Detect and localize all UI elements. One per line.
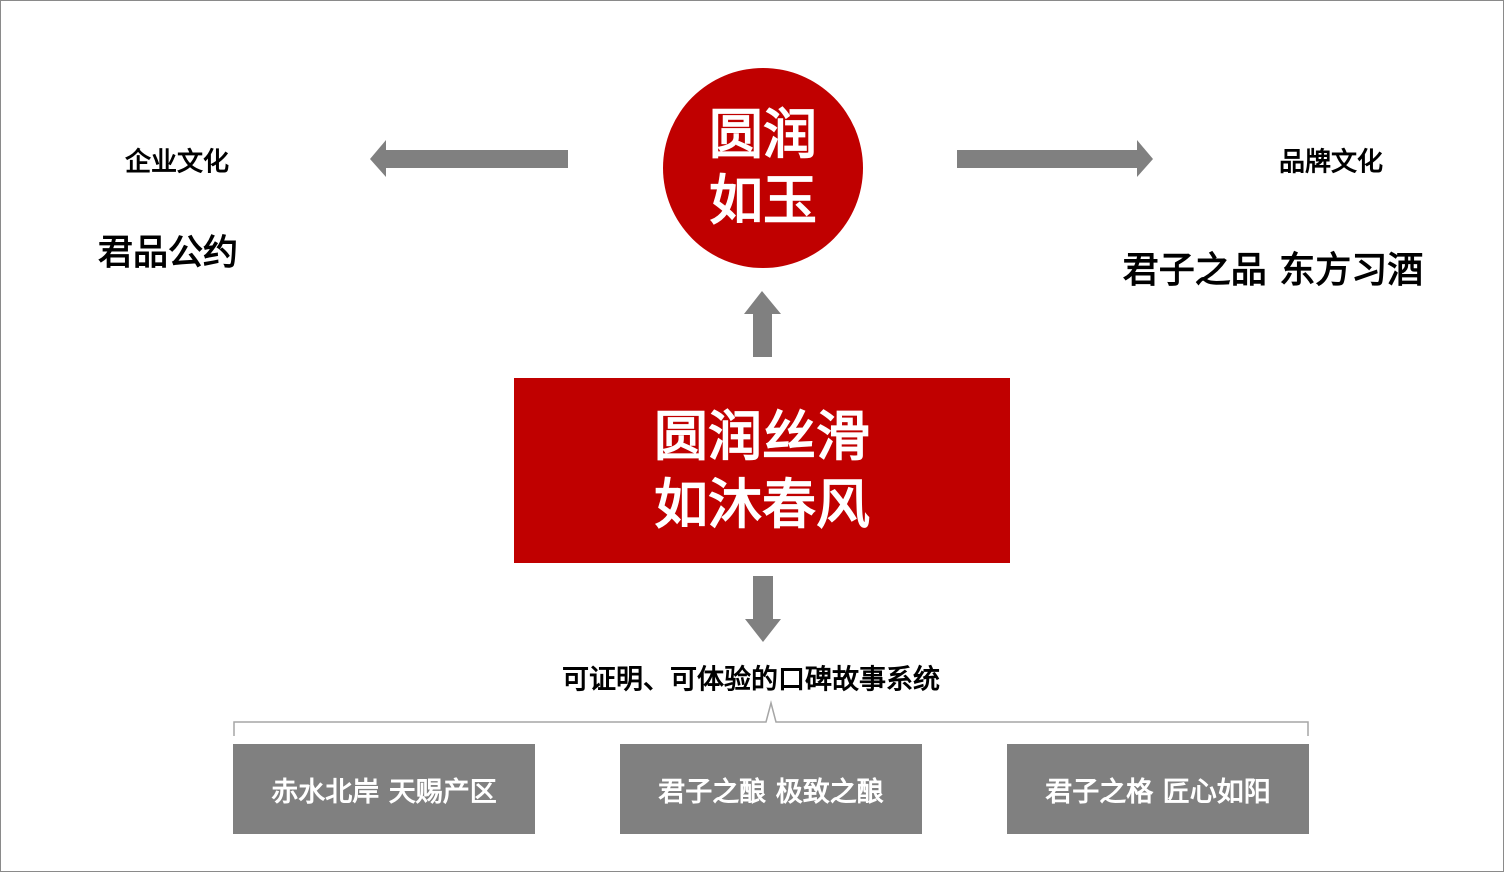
left-heading: 企业文化	[124, 147, 230, 178]
core-line-2: 如沐春风	[654, 472, 870, 536]
arrow-up-icon	[744, 291, 781, 357]
core-line-1: 圆润丝滑	[654, 404, 870, 468]
right-heading: 品牌文化	[1278, 147, 1384, 178]
pillar-label: 君子之格 匠心如阳	[1045, 776, 1271, 808]
right-value: 君子之品 东方习酒	[1122, 250, 1424, 291]
story-system-title: 可证明、可体验的口碑故事系统	[562, 664, 940, 696]
pillar-box-3: 君子之格 匠心如阳	[1007, 744, 1309, 834]
pillar-box-1: 赤水北岸 天赐产区	[233, 744, 535, 834]
arrow-right-icon	[957, 140, 1153, 177]
circle-line-2: 如玉	[709, 169, 817, 232]
pillar-box-2: 君子之酿 极致之酿	[620, 744, 922, 834]
circle-line-1: 圆润	[709, 103, 817, 166]
arrow-left-icon	[370, 140, 568, 177]
bracket	[233, 700, 1309, 736]
arrow-down-icon	[745, 576, 781, 642]
pillar-label: 君子之酿 极致之酿	[658, 776, 884, 808]
left-value: 君品公约	[97, 233, 239, 274]
pillar-label: 赤水北岸 天赐产区	[271, 776, 497, 808]
center-circle: 圆润 如玉	[663, 68, 863, 268]
core-box: 圆润丝滑 如沐春风	[514, 378, 1010, 563]
